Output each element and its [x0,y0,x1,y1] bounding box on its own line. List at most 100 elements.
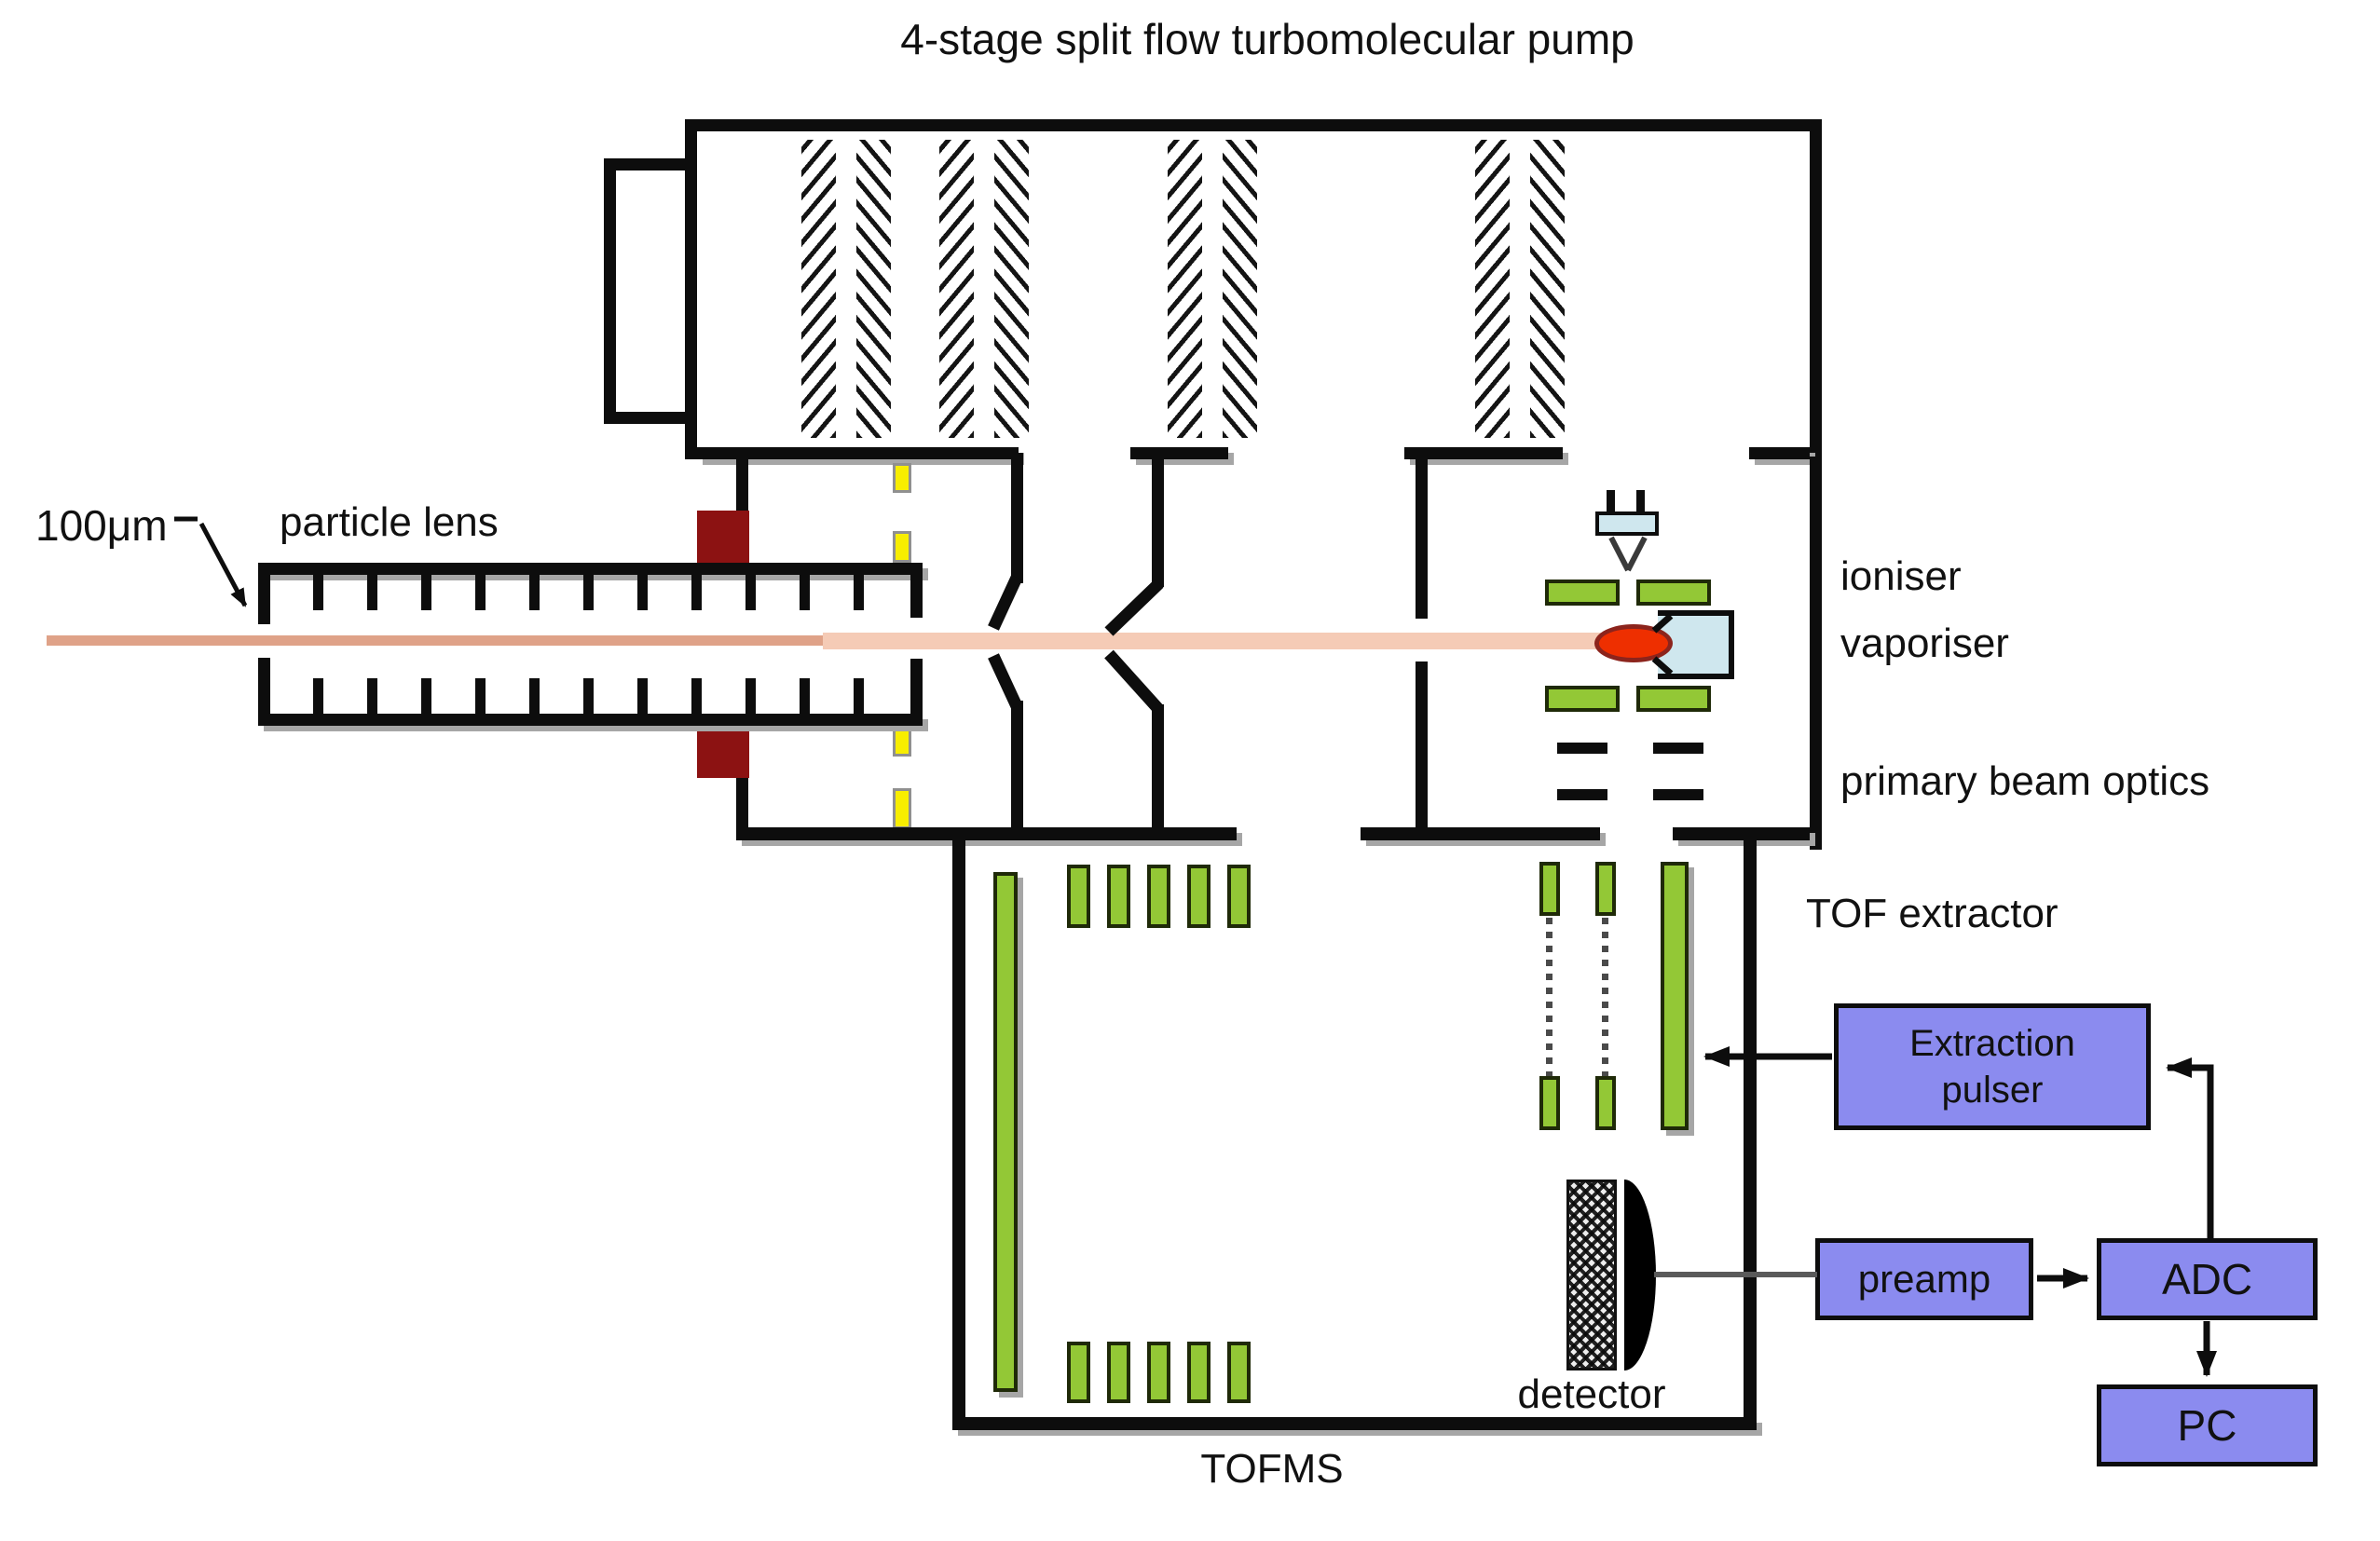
chamber-floor-seg3 [1673,827,1810,840]
lens-tick [421,575,431,610]
extraction-plate [1661,862,1689,1130]
label-vaporiser: vaporiser [1840,620,2009,666]
ioniser-electrode-bottom-left [1545,686,1620,712]
extractor-grid-wire-a [1546,918,1552,1076]
tof-electrode-bottom-1 [1067,1342,1090,1403]
extractor-grid-a-bottom [1539,1076,1560,1130]
preamp-label: preamp [1857,1257,1991,1301]
box-extraction-pulser: Extraction pulser [1834,1003,2151,1130]
lens-tick [583,575,594,610]
ioniser-chamber-left-wall-lower [1416,661,1428,839]
tof-electrode-bottom-5 [1227,1342,1251,1403]
lens-tick [854,575,864,610]
chamber-floor-seg1 [736,827,1237,840]
tof-electrode-top-2 [1107,865,1130,928]
orifice-arrow [198,522,248,607]
extractor-grid-a-top [1539,862,1560,916]
extractor-grid-b-top [1595,862,1616,916]
lens-mount-block-top [697,511,749,563]
lens-tick [421,678,431,714]
ioniser-electrode-top-right [1636,580,1711,606]
pump-bottom-wall-seg1 [697,447,1019,459]
beam-optics-bar-3 [1557,789,1607,800]
lens-tick [800,678,810,714]
lens-tick [367,575,377,610]
tof-electrode-bottom-4 [1187,1342,1211,1403]
lens-bottom-wall [258,714,923,726]
box-pc: PC [2097,1384,2318,1466]
chamber-floor-seg2 [1361,827,1600,840]
lens-tick [313,678,323,714]
lens-tick [745,575,756,610]
tof-chamber-bottom-wall [952,1417,1757,1430]
lens-tick [637,678,648,714]
aperture-yellow-3 [893,726,911,757]
box-adc: ADC [2097,1238,2318,1320]
lens-tick [475,678,486,714]
label-tofms: TOFMS [1200,1446,1344,1492]
lens-tick [367,678,377,714]
skimmer1-cone-lower [988,653,1022,709]
lens-top-wall [258,563,923,575]
lens-tick [854,678,864,714]
skimmer1-wall-lower [1011,701,1023,839]
lens-tick [637,575,648,610]
skimmer2-wall-lower [1152,704,1164,839]
turbo-stage-hatch-2 [939,140,1029,438]
skimmer1-cone-upper [988,575,1022,631]
tof-electrode-bottom-2 [1107,1342,1130,1403]
tof-electrode-bottom-3 [1147,1342,1170,1403]
filament-tip-left [1608,536,1631,572]
ioniser-chamber-left-wall-upper [1416,453,1428,619]
label-particle-lens: particle lens [280,499,499,545]
lens-exit-wall-lower [910,659,923,726]
pump-bottom-wall-seg2 [1130,447,1228,459]
tof-chamber-left-wall [952,835,965,1430]
lens-tick [691,678,702,714]
extractor-grid-b-bottom [1595,1076,1616,1130]
lens-tick [475,575,486,610]
label-primary-beam-optics: primary beam optics [1840,758,2210,804]
ion-mirror-plate [993,872,1018,1392]
beam-optics-bar-2 [1653,743,1703,754]
lens-left-wall-lower [258,658,270,726]
lens-tick [745,678,756,714]
lens-left-wall-upper [258,563,270,624]
lens-mount-block-bottom [697,726,749,778]
pump-notch [604,158,697,424]
ioniser-electrode-top-left [1545,580,1620,606]
tof-electrode-top-4 [1187,865,1211,928]
tof-electrode-top-5 [1227,865,1251,928]
extraction-pulser-label-line2: pulser [1941,1070,2044,1111]
aperture-yellow-2 [893,531,911,563]
aperture-yellow-1 [893,463,911,493]
filament-prong-right [1636,490,1645,514]
conn-adc-to-pulser [2166,1057,2214,1240]
skimmer2-cone-upper [1104,579,1164,636]
label-ioniser: ioniser [1840,553,1962,599]
lens-tick [313,575,323,610]
turbo-stage-hatch-3 [1168,140,1257,438]
beam-optics-bar-1 [1557,743,1607,754]
tof-electrode-top-1 [1067,865,1090,928]
adc-label: ADC [2161,1255,2253,1303]
skimmer2-cone-lower [1104,649,1164,715]
diagram-title: 4-stage split flow turbomolecular pump [900,15,1635,63]
lens-tick [529,575,540,610]
ioniser-electrode-bottom-right [1636,686,1711,712]
filament-prong-left [1607,490,1615,514]
ion-plume [1594,624,1673,662]
pump-bottom-wall-seg3 [1404,447,1563,459]
turbo-stage-hatch-1 [801,140,891,438]
skimmer2-wall-upper [1152,453,1164,587]
pc-label: PC [2177,1401,2237,1450]
lens-tick [583,678,594,714]
lens-tick [800,575,810,610]
particle-beam-thin [47,635,823,646]
lens-exit-wall-upper [910,563,923,618]
tof-electrode-top-3 [1147,865,1170,928]
lens-tick [529,678,540,714]
pump-bottom-wall-seg4 [1749,447,1810,459]
label-orifice: 100μm [35,501,168,550]
